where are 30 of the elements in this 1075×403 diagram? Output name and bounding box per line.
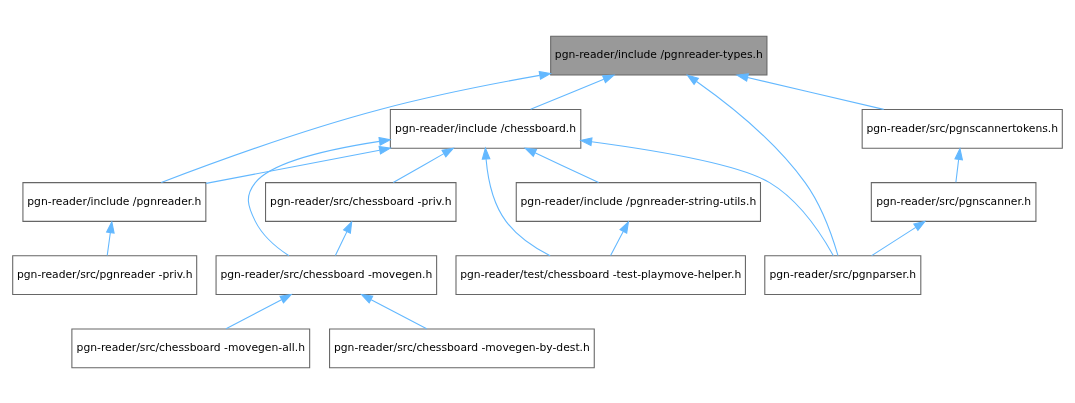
node-box: pgn-reader/src/pgnscannertokens.h [861,108,1063,149]
node-box: pgn-reader/src/chessboard -movegen-by-dest.h [329,327,595,368]
arrow [334,219,353,256]
node-box: pgn-reader/include /pgnreader-string-utils.h [515,181,762,222]
node-box: pgn-reader/src/pgnscanner.h [870,181,1037,222]
arrow [205,145,392,184]
arrow [225,293,293,329]
arrow [247,136,392,256]
arrow [530,74,616,110]
arrow [871,220,927,256]
node-box: pgn-reader/src/pgnparser.h [764,254,922,295]
node-box: pgn-reader/include /pgnreader.h [22,181,207,222]
arrow [686,73,839,256]
node-box: pgn-reader/include /chessboard.h [389,108,582,149]
node-box: pgn-reader/src/chessboard -priv.h [265,181,457,222]
arrow [523,147,600,183]
arrow [360,293,428,329]
arrow [579,136,834,256]
arrow [105,219,115,256]
node-box: pgn-reader/include /pgnreader-types.h [550,35,768,76]
node-box: pgn-reader/src/chessboard -movegen-all.h [71,327,311,368]
arrow [954,146,964,183]
node-box: pgn-reader/src/pgnreader -priv.h [12,254,198,295]
node-box: pgn-reader/src/chessboard -movegen.h [215,254,438,295]
arrow [481,146,551,256]
arrow [392,147,455,183]
arrow [610,219,630,256]
node-box: pgn-reader/test/chessboard -test-playmove-helper.h [455,254,746,295]
arrow [160,70,553,183]
arrow [735,72,885,110]
